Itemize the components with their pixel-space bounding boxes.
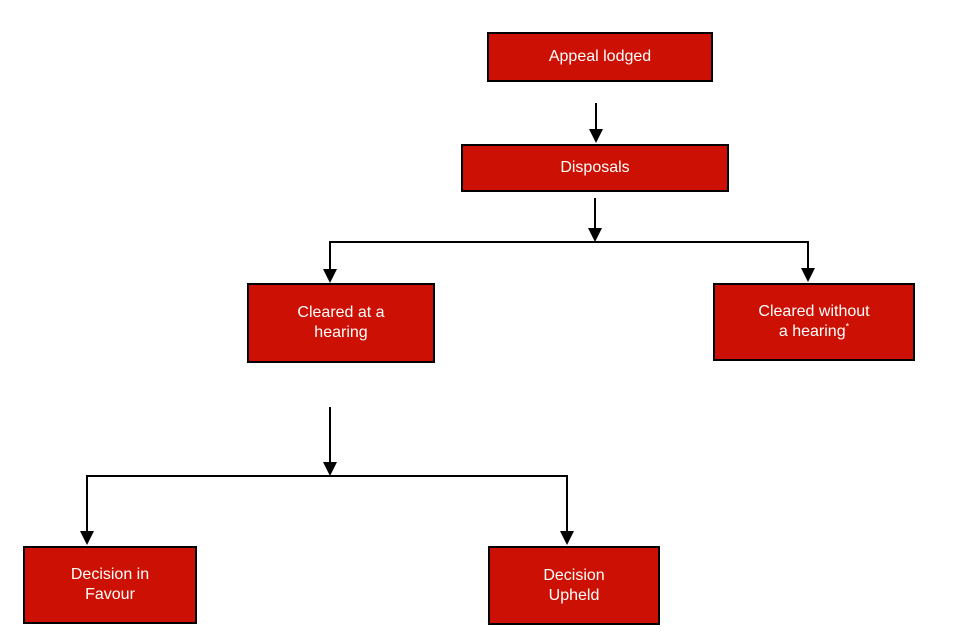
node-disposals: Disposals (461, 144, 729, 192)
arrowhead-icon (80, 531, 94, 545)
arrowhead-icon (560, 531, 574, 545)
node-decision-in-favour: Decision in Favour (23, 546, 197, 624)
edge-branch-to-decision-in-favour (80, 475, 94, 545)
arrowhead-icon (801, 268, 815, 282)
node-label: Cleared at a hearing (297, 304, 385, 341)
footnote-marker: * (845, 321, 850, 332)
edge-branch-to-cleared-at-hearing (323, 241, 337, 283)
arrowhead-icon (588, 228, 602, 242)
node-appeal-lodged: Appeal lodged (487, 32, 713, 82)
arrowhead-icon (323, 269, 337, 283)
arrowhead-icon (589, 129, 603, 143)
node-label: Cleared without a hearing* (758, 303, 870, 340)
node-label: Appeal lodged (548, 48, 652, 65)
edge-disposals-to-branch (588, 198, 602, 242)
node-cleared-at-a-hearing: Cleared at a hearing (247, 283, 435, 363)
node-decision-upheld: Decision Upheld (488, 546, 660, 625)
node-label: Decision in Favour (70, 566, 150, 603)
node-cleared-without-a-hearing: Cleared without a hearing* (713, 283, 915, 361)
node-label: Decision Upheld (543, 566, 605, 604)
edge-appeal-to-disposals (589, 103, 603, 143)
edge-branch-to-decision-upheld (560, 475, 574, 545)
edge-branch-to-cleared-without-hearing (801, 241, 815, 282)
arrowhead-icon (323, 462, 337, 476)
edge-cleared-at-hearing-to-branch (323, 407, 337, 476)
node-label: Disposals (560, 159, 630, 176)
